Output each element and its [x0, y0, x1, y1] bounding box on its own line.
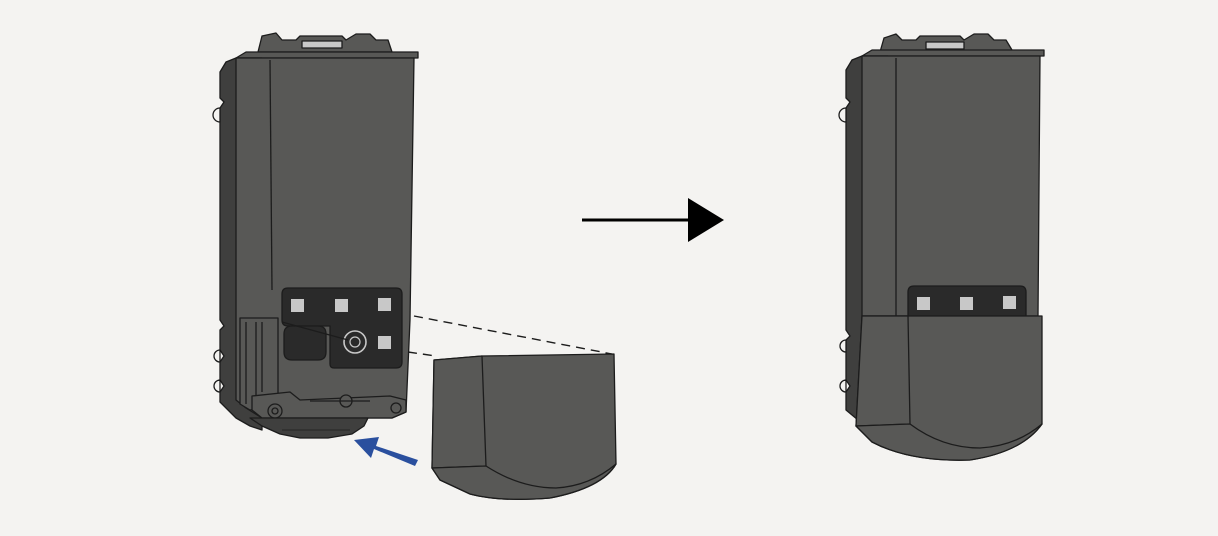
cover-detached — [431, 353, 617, 500]
device-closed — [838, 33, 1045, 461]
front-face — [861, 55, 1041, 317]
face-crease — [269, 59, 273, 291]
top-lip — [861, 49, 1045, 57]
bottom-bracket — [251, 391, 407, 419]
screw-right — [390, 402, 402, 414]
contact-pad — [335, 299, 348, 312]
latch-slot — [925, 41, 965, 50]
top-lip — [235, 51, 419, 59]
cover-side — [855, 315, 911, 427]
device-open — [212, 32, 419, 439]
contact-panel — [281, 287, 403, 369]
contact-pad — [1003, 296, 1016, 309]
side-notch — [838, 107, 847, 123]
side-notch — [212, 107, 221, 123]
cover-bottom-curve — [431, 463, 617, 500]
latch-slot — [301, 40, 343, 49]
side-notch — [839, 339, 847, 353]
screw-left-hole — [271, 407, 279, 415]
sensor-core — [349, 336, 361, 348]
guide-lines — [407, 315, 613, 357]
side-notch — [213, 349, 221, 363]
cover-side — [431, 355, 487, 469]
side-notch — [839, 379, 847, 393]
contact-pad — [917, 297, 930, 310]
sensor-ring — [343, 330, 367, 354]
arrow-left-icon — [354, 437, 418, 466]
insert-arrow — [354, 437, 418, 466]
cover-bottom-curve — [855, 423, 1043, 461]
side-notch — [213, 379, 221, 393]
contact-pad — [960, 297, 973, 310]
base-curve — [249, 417, 369, 439]
wire — [281, 321, 349, 341]
transition-arrow-head — [688, 198, 724, 242]
arrow-right-icon — [582, 198, 724, 242]
contact-pad — [378, 336, 391, 349]
contact-pad — [378, 298, 391, 311]
sensor-module — [283, 325, 327, 361]
contact-pad — [291, 299, 304, 312]
